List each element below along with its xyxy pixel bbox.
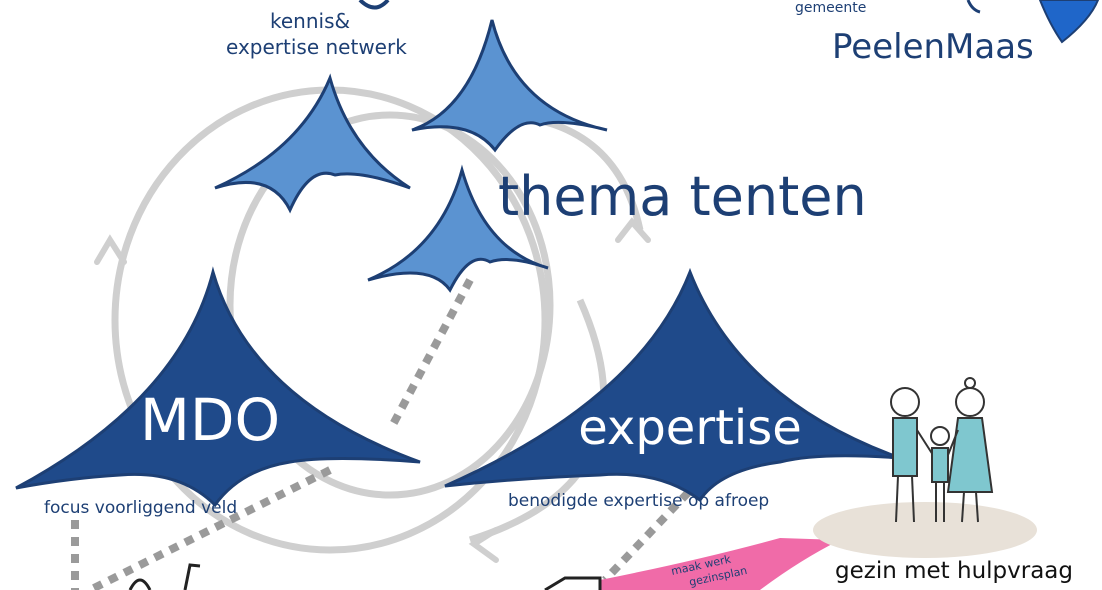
mdo-label: MDO bbox=[140, 386, 280, 454]
dotted-line bbox=[386, 278, 474, 432]
partial-sketch bbox=[128, 578, 152, 590]
thema-tent-middle bbox=[367, 164, 549, 293]
mdo-tent: MDO bbox=[15, 266, 421, 508]
inner-circle bbox=[226, 111, 554, 499]
logo-heart-icon bbox=[966, 0, 1100, 44]
logo-small-text: gemeente bbox=[795, 0, 866, 16]
mother-figure bbox=[946, 377, 994, 523]
family-group bbox=[813, 377, 1037, 558]
father-figure bbox=[890, 387, 934, 523]
arrow-up-icon bbox=[94, 234, 127, 265]
expertise-label: expertise bbox=[578, 400, 802, 456]
dotted-line bbox=[602, 477, 703, 583]
arrow-up-icon bbox=[615, 217, 651, 243]
diagram-title: thema tenten bbox=[498, 165, 867, 228]
child-figure bbox=[930, 426, 950, 522]
network-label-line1: kennis& bbox=[270, 9, 350, 33]
mdo-caption: focus voorliggend veld bbox=[44, 498, 237, 518]
family-caption: gezin met hulpvraag bbox=[835, 558, 1073, 584]
dotted-connectors bbox=[71, 278, 703, 590]
dotted-line bbox=[88, 466, 332, 590]
laptop-sketch bbox=[544, 576, 602, 590]
expertise-caption: benodigde expertise op afroep bbox=[508, 491, 769, 511]
partial-sketch bbox=[183, 563, 201, 590]
arrow-left-icon bbox=[468, 527, 499, 563]
expertise-tent: expertise bbox=[444, 267, 901, 503]
ground-shadow bbox=[813, 502, 1037, 558]
thema-tent-top bbox=[411, 19, 608, 153]
logo-name: PeelenMaas bbox=[832, 27, 1034, 67]
partial-sketch bbox=[358, 0, 390, 10]
pink-ribbon: maak werk gezinsplan bbox=[600, 538, 840, 590]
network-label-line2: expertise netwerk bbox=[226, 35, 407, 59]
flow-arrows bbox=[94, 217, 651, 563]
thema-tent-left bbox=[214, 73, 411, 214]
bottom-sketches bbox=[128, 563, 602, 590]
